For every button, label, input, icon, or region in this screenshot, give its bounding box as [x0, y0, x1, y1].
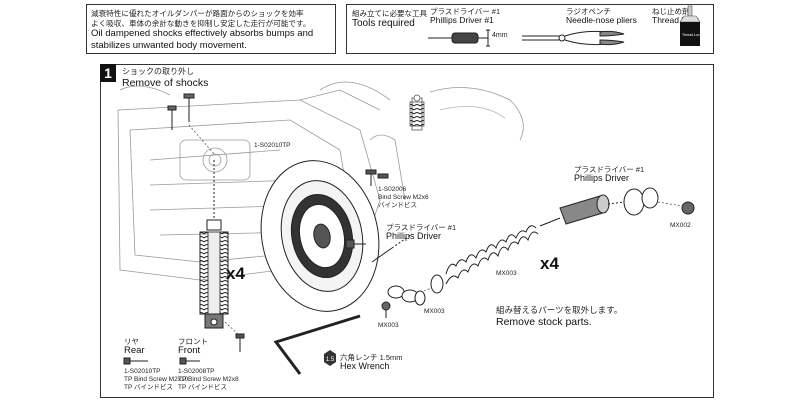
tool-thread-lock-icon [679, 5, 701, 46]
wheel-screw-icon [345, 239, 366, 249]
label-front-jp: フロント [178, 337, 208, 346]
label-x4-left: x4 [226, 264, 245, 283]
tools-box [346, 4, 714, 54]
label-mx003-a: MX003 [496, 270, 517, 277]
front-screw-icon [179, 357, 200, 365]
label-driver-right-jp: プラスドライバー #1 [574, 165, 645, 174]
shock-body-icon [539, 194, 610, 227]
label-x4-right: x4 [540, 254, 559, 273]
thread-lock-bottle-label: Thread Lock [682, 33, 702, 37]
tools-size: 4mm [492, 32, 508, 39]
label-driver-mid-en: Phillips Driver [386, 231, 442, 241]
top-screws-icon [167, 93, 195, 130]
label-mx003-b: MX003 [424, 308, 445, 315]
label-driver-mid-jp: プラスドライバー #1 [386, 223, 457, 232]
upper-shock-icon [409, 94, 425, 131]
s02006-callout-screw-icon [377, 173, 389, 179]
tools-lock-jp: ねじ止め剤 [652, 7, 690, 16]
intro-en-line1: Oil dampened shocks effectively absorbs … [91, 28, 314, 39]
wheel-icon [260, 160, 380, 312]
ball-end-icon [681, 201, 695, 215]
intro-box [86, 4, 336, 54]
tools-en-title: Tools required [352, 18, 415, 29]
tool-screwdriver-icon [428, 29, 490, 47]
label-rear-code: 1-S02010TP [124, 368, 161, 375]
upper-tire-icon [429, 87, 524, 141]
tools-lock-en: Thread Lock [652, 15, 700, 25]
label-stock-jp: 組み替えるパーツを取外します。 [496, 305, 623, 315]
label-mx002: MX002 [670, 222, 691, 229]
label-front-en: Front [178, 345, 201, 356]
label-hex-jp: 六角レンチ 1.5mm [340, 353, 403, 362]
step-box [100, 64, 714, 398]
hex-badge-icon [324, 350, 336, 366]
label-hex-en: Hex Wrench [340, 361, 390, 371]
tools-pliers-en: Needle-nose pliers [566, 15, 637, 25]
spring-collar-icon [430, 274, 444, 294]
intro-en-line2: stabilizes unwanted body movement. [91, 40, 247, 51]
label-rear-en: Rear [124, 345, 145, 356]
hex-wrench-icon [273, 314, 361, 375]
tools-driver-en: Phillips Driver #1 [430, 15, 494, 25]
step-jp-title: ショックの取り外し [122, 67, 194, 76]
label-mx003-c: MX003 [378, 322, 399, 329]
label-s02010tp-top: 1-S02010TP [254, 142, 291, 149]
label-front-code: 1-S02008TP [178, 368, 215, 375]
label-rear-en2: TP Bind Screw M2x10 [124, 376, 189, 383]
mx003-parts-icon [381, 285, 426, 318]
shock-cap-icon [607, 187, 659, 216]
hex-badge-text: 1.5 [326, 357, 335, 363]
left-shock-icon [199, 160, 229, 329]
tools-jp-title: 組み立てに必要な工具 [352, 9, 427, 18]
tools-driver-jp: プラスドライバー #1 [430, 7, 501, 16]
intro-jp-line1: 減衰特性に優れたオイルダンパーが路面からのショックを効率 [91, 9, 304, 18]
step-number: 1 [100, 64, 116, 82]
label-front-jp2: TP バインドビス [178, 384, 227, 391]
middle-screwdriver-icon [371, 233, 413, 263]
tools-pliers-jp: ラジオペンチ [566, 7, 611, 16]
label-driver-right-en: Phillips Driver [574, 173, 630, 183]
intro-jp-line2: よく吸収、車体の余計な動きを抑制し安定した走行が可能です。 [91, 19, 311, 28]
label-rear-jp2: TP バインドビス [124, 384, 173, 391]
spring-icon [445, 225, 539, 285]
tool-pliers-icon [522, 30, 625, 46]
bottom-screw-icon [235, 333, 245, 352]
label-rear-jp: リヤ [124, 337, 139, 346]
label-stock-en: Remove stock parts. [496, 316, 592, 328]
label-s02006-code: 1-S02006 [378, 186, 407, 193]
s02006-screw-icon [365, 169, 377, 186]
rear-screw-icon [123, 357, 148, 365]
label-s02006-jp: バインドビス [378, 202, 417, 209]
label-s02006-en: Bind Screw M2x6 [378, 194, 429, 201]
label-front-en2: TP Bind Screw M2x8 [178, 376, 239, 383]
